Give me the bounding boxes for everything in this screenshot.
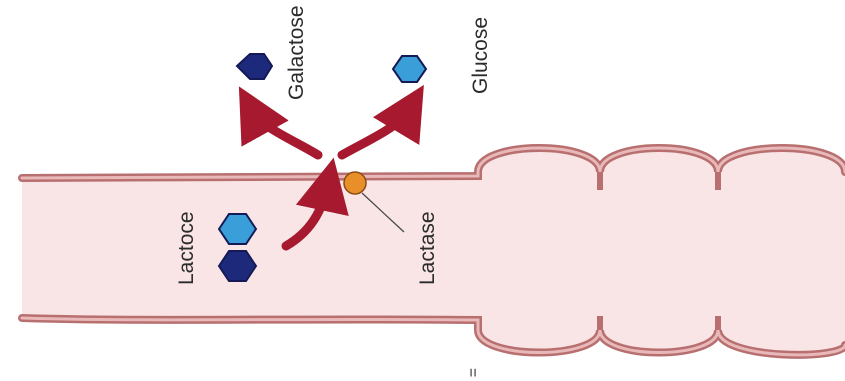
lactose-label: Lactoce bbox=[175, 211, 198, 285]
galactose-label: Galactose bbox=[285, 5, 308, 100]
glucose-icon bbox=[393, 56, 426, 82]
arrow-to-glucose bbox=[342, 108, 410, 155]
lactase-enzyme-icon bbox=[344, 172, 366, 194]
bottom-mark: = bbox=[464, 368, 481, 377]
lactase-label: Lactase bbox=[416, 211, 439, 285]
glucose-label: Glucose bbox=[469, 17, 492, 94]
galactose-icon bbox=[237, 54, 272, 79]
arrow-to-galactose bbox=[252, 110, 318, 155]
